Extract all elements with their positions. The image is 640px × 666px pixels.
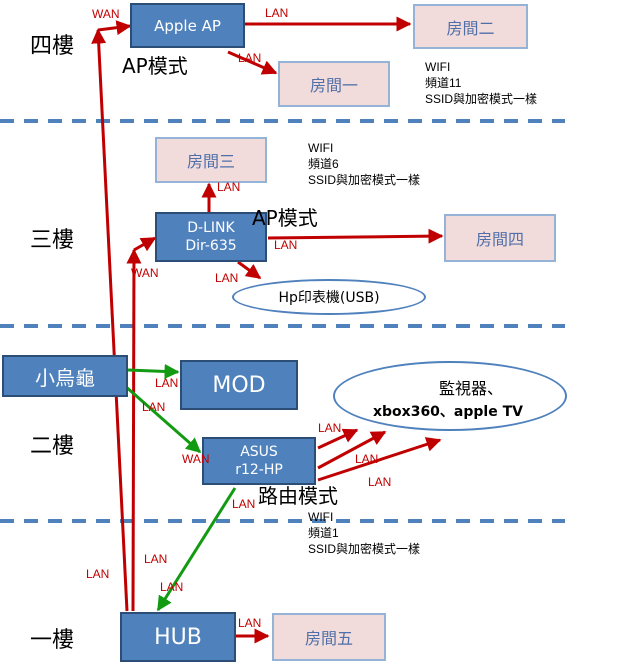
label-lan-asus-to-hub: LAN [232, 497, 256, 511]
room-1: 房間一 [278, 61, 390, 107]
label-lan-asus-to-monitor-1: LAN [318, 421, 342, 435]
hub-node: HUB [120, 612, 236, 662]
label-lan-apple-to-room2: LAN [265, 6, 289, 20]
link-hub-to-apple-ap [91, 28, 129, 612]
room-3: 房間三 [155, 137, 267, 183]
label-lan-hub-to-dlink: LAN [144, 552, 168, 566]
floor-label-3: 三樓 [30, 228, 75, 253]
label-lan-hub-to-room5: LAN [238, 616, 262, 630]
wifi-note-floor4-line1: WIFI [425, 60, 451, 74]
label-lan-turtle-to-asus: LAN [142, 400, 166, 414]
link-asus-to-monitor-1 [317, 428, 359, 450]
label-lan-turtle-to-mod: LAN [155, 376, 179, 390]
link-asus-to-monitor-2 [317, 430, 387, 470]
dlink-router-node: D-LINK Dir-635 [155, 212, 267, 262]
room-5: 房間五 [272, 613, 386, 661]
label-lan-asus-hub-lower: LAN [160, 580, 184, 594]
label-lan-hub-to-apple-ap: LAN [86, 567, 110, 581]
label-lan-dlink-to-printer: LAN [215, 271, 239, 285]
wifi-note-floor4-line3: SSID與加密模式一樣 [425, 92, 538, 106]
wifi-note-floor3-line3: SSID與加密模式一樣 [308, 173, 421, 187]
wifi-note-floor3-line1: WIFI [308, 141, 334, 155]
room-2-label: 房間二 [446, 18, 495, 38]
mod-label: MOD [212, 372, 266, 398]
label-lan-asus-to-monitor-2: LAN [355, 452, 379, 466]
wifi-note-floor3-line2: 頻道6 [308, 157, 339, 171]
label-wan-apple-ap: WAN [92, 7, 120, 21]
link-turtle-to-asus [124, 384, 202, 454]
hub-label: HUB [154, 624, 202, 650]
wifi-note-floor4: WIFI 頻道11 SSID與加密模式一樣 [425, 59, 537, 107]
asus-label-line2: r12-HP [235, 462, 283, 478]
link-turtle-to-mod [127, 363, 180, 379]
label-lan-asus-to-monitor-3: LAN [368, 475, 392, 489]
asus-router-mode-label: 路由模式 [258, 484, 338, 508]
room-2: 房間二 [413, 4, 528, 49]
label-lan-apple-to-room1: LAN [238, 51, 262, 65]
label-lan-dlink-to-room4: LAN [274, 238, 298, 252]
room-4: 房間四 [444, 214, 556, 262]
mod-node: MOD [180, 360, 298, 410]
room-1-label: 房間一 [309, 76, 358, 95]
link-dlink-to-printer [237, 260, 262, 280]
asus-label-line1: ASUS [240, 444, 278, 460]
apple-ap-mode-label: AP模式 [122, 54, 188, 78]
turtle-modem-node: 小烏龜 [2, 355, 128, 397]
link-apple-ap-to-room1 [227, 50, 278, 75]
wifi-note-floor2: WIFI 頻道1 SSID與加密模式一樣 [308, 509, 420, 557]
wifi-note-floor3: WIFI 頻道6 SSID與加密模式一樣 [308, 140, 420, 188]
monitor-xbox-appletv-ellipse: 監視器、 xbox360、apple TV [333, 361, 567, 431]
dlink-label-line2: Dir-635 [185, 238, 237, 254]
printer-label: Hp印表機(USB) [278, 290, 380, 306]
link-dlink-to-room4 [267, 228, 444, 244]
apple-ap-label: Apple AP [154, 16, 221, 35]
link-apple-ap-wan-stub [97, 20, 132, 36]
floor-label-2: 二樓 [30, 434, 75, 459]
label-wan-asus: WAN [182, 452, 210, 466]
printer-ellipse: Hp印表機(USB) [232, 279, 426, 315]
monitor-label-line1: 監視器、 [439, 379, 504, 398]
wifi-note-floor2-line3: SSID與加密模式一樣 [308, 542, 421, 556]
wifi-note-floor4-line2: 頻道11 [425, 76, 462, 90]
label-lan-dlink-to-room3: LAN [217, 180, 241, 194]
apple-ap-node: Apple AP [130, 3, 245, 48]
floor-label-4: 四樓 [30, 34, 75, 59]
link-asus-to-hub [156, 487, 237, 612]
label-wan-dlink: WAN [131, 266, 159, 280]
wifi-note-floor2-line1: WIFI [308, 510, 334, 524]
monitor-label-line2: xbox360、apple TV [373, 404, 523, 420]
link-asus-to-monitor-3 [317, 437, 442, 482]
link-dlink-wan-stub [133, 236, 157, 252]
turtle-label: 小烏龜 [35, 365, 95, 390]
asus-router-node: ASUS r12-HP [202, 437, 316, 485]
room-3-label: 房間三 [186, 152, 235, 171]
room-5-label: 房間五 [304, 629, 353, 648]
floor-label-1: 一樓 [30, 628, 75, 653]
dlink-ap-mode-label: AP模式 [252, 206, 318, 230]
wifi-note-floor2-line2: 頻道1 [308, 526, 339, 540]
room-4-label: 房間四 [475, 230, 524, 249]
link-hub-to-dlink [126, 248, 142, 612]
dlink-label-line1: D-LINK [187, 220, 235, 236]
